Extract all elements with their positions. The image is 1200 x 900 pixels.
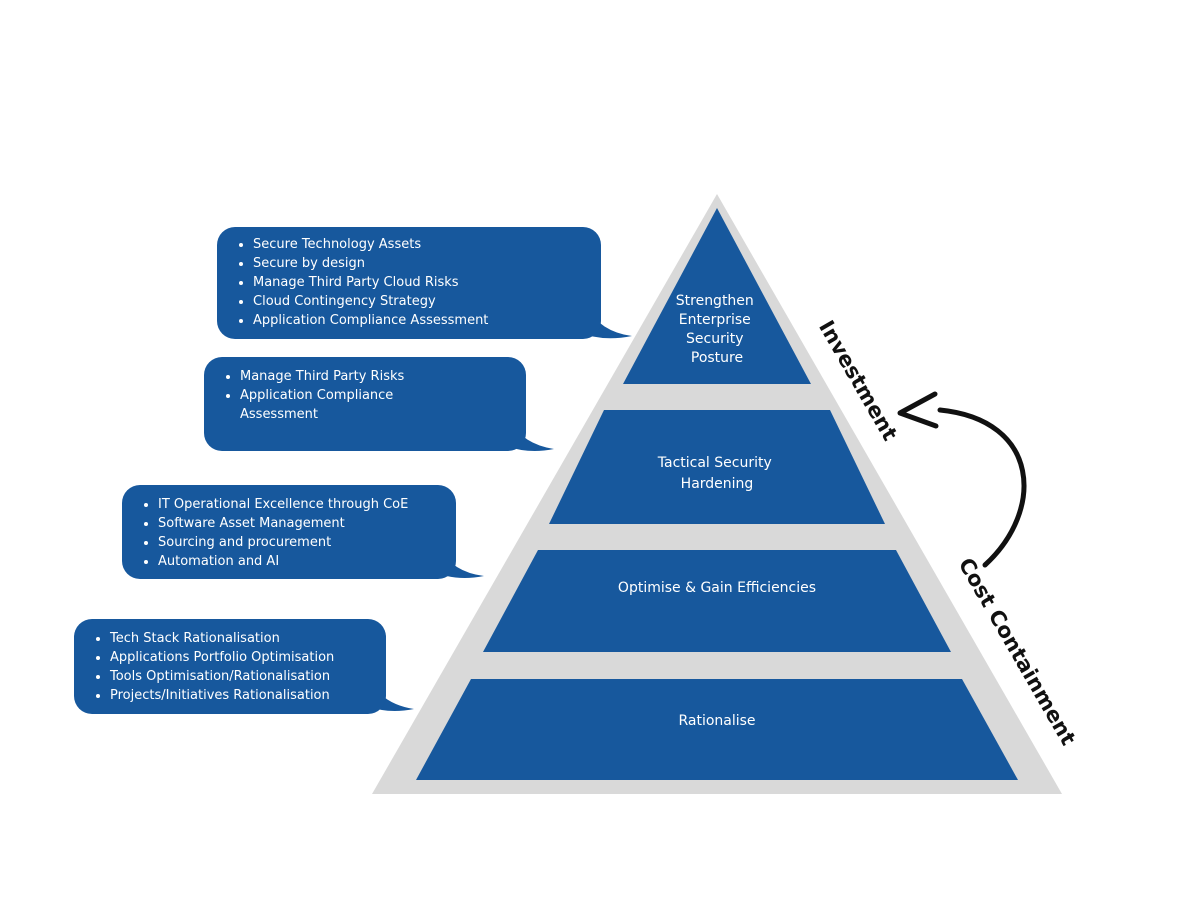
tier-4-shape bbox=[416, 679, 1018, 780]
tier-1-shape bbox=[623, 208, 811, 384]
list-item: IT Operational Excellence through CoE bbox=[158, 495, 456, 514]
bubble-list: Tech Stack Rationalisation Applications … bbox=[74, 629, 386, 705]
bubble-rationalise: Tech Stack Rationalisation Applications … bbox=[74, 619, 386, 714]
list-item: Manage Third Party Risks bbox=[240, 367, 526, 386]
bubble-list: Manage Third Party Risks Application Com… bbox=[204, 367, 526, 424]
tier-2-label-line: Hardening bbox=[681, 476, 754, 492]
tier-2-shape bbox=[549, 410, 885, 524]
list-item: Cloud Contingency Strategy bbox=[253, 292, 601, 311]
bubble-tactical: Manage Third Party Risks Application Com… bbox=[204, 357, 526, 451]
tier-1-label-line: Posture bbox=[691, 350, 743, 366]
tier-1-label: Strengthen Enterprise Security Posture bbox=[676, 293, 759, 366]
list-item: Secure by design bbox=[253, 254, 601, 273]
bubble-list: Secure Technology Assets Secure by desig… bbox=[217, 235, 601, 330]
bubble-list: IT Operational Excellence through CoE So… bbox=[122, 495, 456, 571]
tier-1-label-line: Security bbox=[686, 331, 744, 347]
list-item: Automation and AI bbox=[158, 552, 456, 571]
tier-4-label-line: Rationalise bbox=[678, 713, 755, 729]
tier-3-label: Optimise & Gain Efficiencies bbox=[618, 580, 816, 596]
list-item: Applications Portfolio Optimisation bbox=[110, 648, 386, 667]
list-item: Software Asset Management bbox=[158, 514, 456, 533]
bubble-optimise: IT Operational Excellence through CoE So… bbox=[122, 485, 456, 579]
list-item: Secure Technology Assets bbox=[253, 235, 601, 254]
list-item: Manage Third Party Cloud Risks bbox=[253, 273, 601, 292]
curved-arrow-icon bbox=[897, 391, 1027, 568]
tier-3-shape bbox=[483, 550, 951, 652]
tier-3-label-line: Optimise & Gain Efficiencies bbox=[618, 580, 816, 596]
list-item: Tools Optimisation/Rationalisation bbox=[110, 667, 386, 686]
tier-1-label-line: Strengthen bbox=[676, 293, 754, 309]
list-item: Tech Stack Rationalisation bbox=[110, 629, 386, 648]
list-item: Sourcing and procurement bbox=[158, 533, 456, 552]
tier-4-label: Rationalise bbox=[678, 713, 755, 729]
tier-1-label-line: Enterprise bbox=[679, 312, 751, 328]
list-item: Application Compliance Assessment bbox=[253, 311, 601, 330]
bubble-strengthen: Secure Technology Assets Secure by desig… bbox=[217, 227, 601, 339]
tier-2-label-line: Tactical Security bbox=[657, 455, 772, 471]
list-item: Projects/Initiatives Rationalisation bbox=[110, 686, 386, 705]
list-item: Application Compliance Assessment bbox=[240, 386, 526, 424]
tier-2-label: Tactical Security Hardening bbox=[657, 455, 776, 492]
